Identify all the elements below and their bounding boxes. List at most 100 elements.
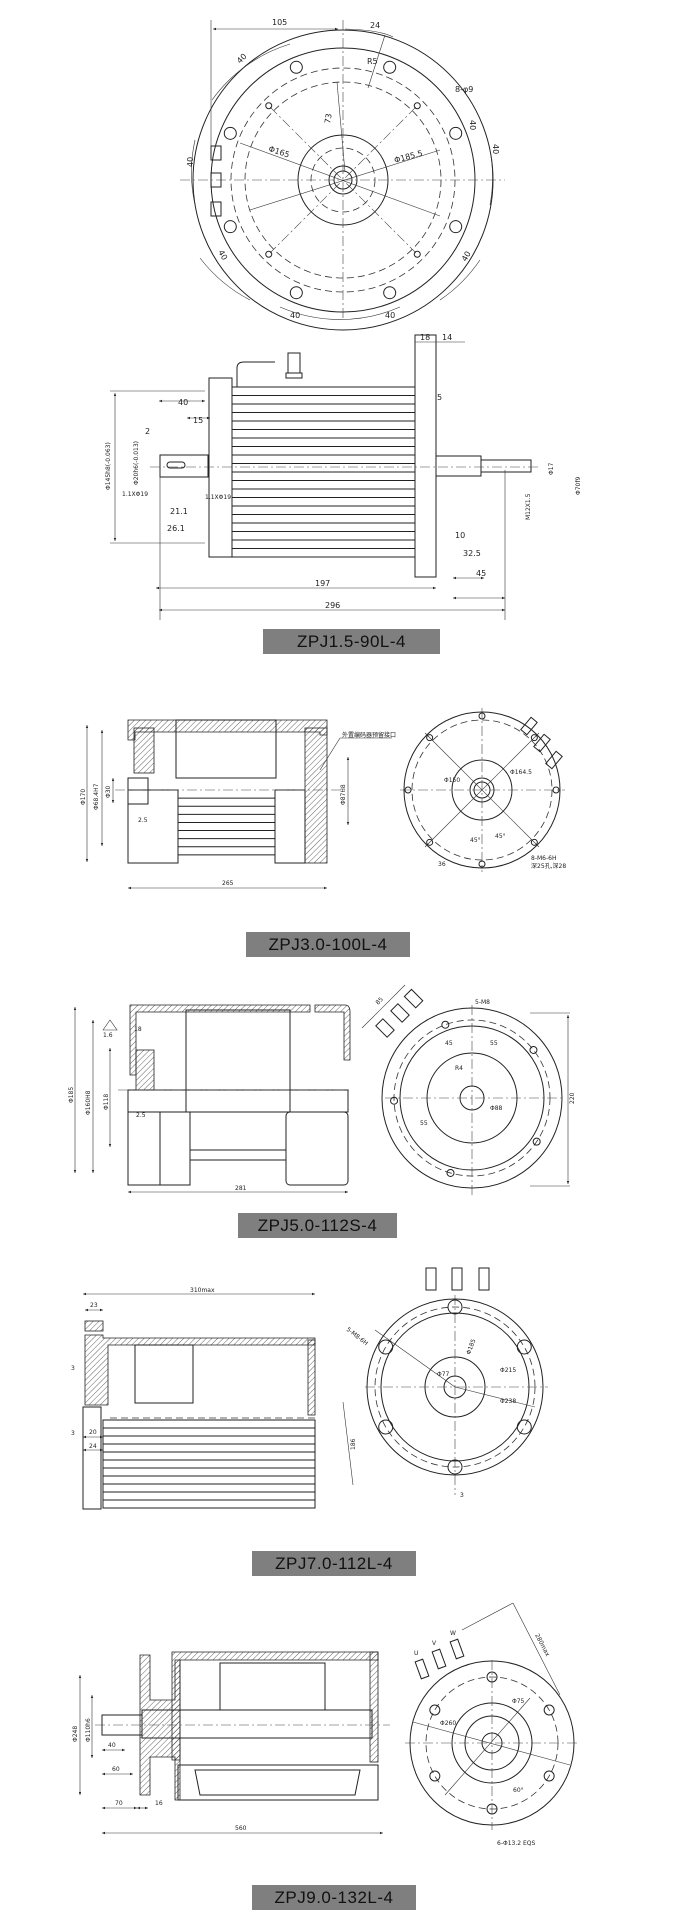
bolt-hole xyxy=(383,286,397,300)
bolt-hole xyxy=(413,102,421,110)
dim-55: 55 xyxy=(490,1040,498,1047)
dim-d17: Φ17 xyxy=(548,462,555,475)
dim-d20h6: Φ20h6(-0.013) xyxy=(133,441,140,485)
dim-1-1xd19: 1.1XΦ19 xyxy=(122,491,148,498)
dim-265: 265 xyxy=(222,880,234,887)
terminal-bolts xyxy=(375,988,424,1038)
model-label-zpj5-0: ZPJ5.0-112S-4 xyxy=(238,1213,397,1238)
bolt-hole xyxy=(265,250,273,258)
dim-45-deg: 45° xyxy=(470,837,481,844)
dim-d145h8: Φ145h8(-0.063) xyxy=(105,442,112,490)
dim-560: 560 xyxy=(235,1825,247,1832)
dim-2-5: 2.5 xyxy=(136,1112,146,1119)
cooling-fins xyxy=(232,395,415,549)
dim-281: 281 xyxy=(235,1185,247,1192)
dim-r4: R4 xyxy=(455,1065,463,1072)
dim-3: 3 xyxy=(460,1492,464,1499)
dim-40: 40 xyxy=(290,311,300,320)
bolt-hole xyxy=(426,734,434,742)
model-label-zpj3-0: ZPJ3.0-100L-4 xyxy=(246,932,410,957)
dim-d260: Φ260 xyxy=(440,1720,456,1727)
bolt-hole xyxy=(486,1671,498,1683)
dim-d75: Φ75 xyxy=(512,1698,525,1705)
terminal-bolts xyxy=(520,716,563,770)
bolt-hole xyxy=(449,126,463,140)
model-label-zpj9-0: ZPJ9.0-132L-4 xyxy=(252,1885,416,1910)
dim-14: 14 xyxy=(442,333,452,342)
bolt-hole xyxy=(404,786,412,794)
bolt-hole xyxy=(446,1168,455,1177)
dim-5-m8-6h: 5-M8-6H xyxy=(345,1326,369,1347)
dim-d170: Φ170 xyxy=(80,789,87,805)
dim-60-deg: 60° xyxy=(513,1787,524,1794)
zpj7-0-side-view: 310max 23 3 3 20 24 xyxy=(71,1287,316,1510)
bolt-hole xyxy=(447,1299,463,1315)
bolt-hole xyxy=(413,250,421,258)
dim-32-5: 32.5 xyxy=(463,549,481,558)
bolt-hole xyxy=(516,1339,532,1355)
dim-3: 3 xyxy=(71,1365,75,1372)
dim-85: 85 xyxy=(374,996,384,1006)
bolt-hole xyxy=(429,1770,441,1782)
dim-296: 296 xyxy=(325,601,340,610)
bolt-hole xyxy=(223,220,237,234)
dim-roughness-1-6: 1.6 xyxy=(103,1032,113,1039)
bolt-hole xyxy=(543,1704,555,1716)
dim-d238: Φ238 xyxy=(500,1398,516,1405)
bolt-hole xyxy=(516,1419,532,1435)
bolt-hole xyxy=(532,1137,541,1146)
dim-18: 18 xyxy=(134,1026,142,1033)
bolt-hole xyxy=(441,1020,450,1029)
bolt-hole xyxy=(378,1339,394,1355)
mounting-holes xyxy=(223,60,463,300)
dim-d215: Φ215 xyxy=(500,1367,516,1374)
dim-40: 40 xyxy=(468,120,477,130)
dim-8-m6-6h: 8-M6-6H xyxy=(531,855,556,862)
encoder-interface-note: 外置编码器预留接口 xyxy=(342,731,396,739)
bolt-hole xyxy=(383,60,397,74)
dim-45: 45 xyxy=(476,569,486,578)
dim-60: 60 xyxy=(112,1766,120,1773)
dim-105: 105 xyxy=(272,18,287,27)
bolt-hole xyxy=(429,1704,441,1716)
dim-d68-4h7: Φ68.4H7 xyxy=(93,783,100,810)
dim-d185-5: Φ185.5 xyxy=(393,149,424,165)
dim-d118: Φ118 xyxy=(103,1094,110,1110)
dim-24: 24 xyxy=(370,21,380,30)
dim-40: 40 xyxy=(216,249,229,262)
dim-d248: Φ248 xyxy=(72,1726,79,1742)
dim-d185: Φ185 xyxy=(465,1338,477,1356)
dim-280max: 280max xyxy=(533,1633,551,1658)
dim-d70f9: Φ70f9 xyxy=(575,477,582,495)
zpj3-0-side-view: Φ170 Φ68.4H7 Φ30 2.5 265 Φ87H8 外置编码器预留接口 xyxy=(80,719,396,890)
dim-21-1: 21.1 xyxy=(170,507,188,516)
dim-40: 40 xyxy=(235,52,249,66)
dim-40: 40 xyxy=(491,144,500,154)
bolt-hole xyxy=(543,1770,555,1782)
dim-3: 3 xyxy=(71,1430,75,1437)
mounting-holes xyxy=(378,1299,532,1475)
dim-40: 40 xyxy=(178,398,188,407)
terminal-v-label: V xyxy=(432,1640,437,1647)
dim-d87h8: Φ87H8 xyxy=(340,784,347,805)
dim-40: 40 xyxy=(385,311,395,320)
zpj9-0-end-view: 280max Φ75 Φ260 60° 6-Φ13.2 EQS U V W xyxy=(405,1602,580,1847)
bolt-hole xyxy=(289,60,303,74)
terminal-bolts xyxy=(425,1267,490,1291)
dim-d77: Φ77 xyxy=(437,1371,450,1378)
zpj3-0-end-view: Φ150 Φ164.5 45° 45° 36 8-M6-6H 深25孔,深28 xyxy=(400,708,566,872)
dim-6-holes-eqs: 6-Φ13.2 EQS xyxy=(497,1840,535,1847)
dim-18: 18 xyxy=(420,333,430,342)
bolt-hole xyxy=(530,838,538,846)
dim-197: 197 xyxy=(315,579,330,588)
dim-1-1xd19: 1.1XΦ19 xyxy=(205,494,231,501)
dim-r5: R5 xyxy=(367,57,378,66)
dim-45-deg: 45° xyxy=(495,833,506,840)
cooling-fins xyxy=(178,797,275,856)
mounting-holes xyxy=(404,712,560,868)
terminal-w-label: W xyxy=(450,1630,456,1637)
dim-20: 20 xyxy=(89,1429,97,1436)
dim-2: 2 xyxy=(145,427,150,436)
dim-d164-5: Φ164.5 xyxy=(510,769,532,776)
bolt-hole xyxy=(223,126,237,140)
